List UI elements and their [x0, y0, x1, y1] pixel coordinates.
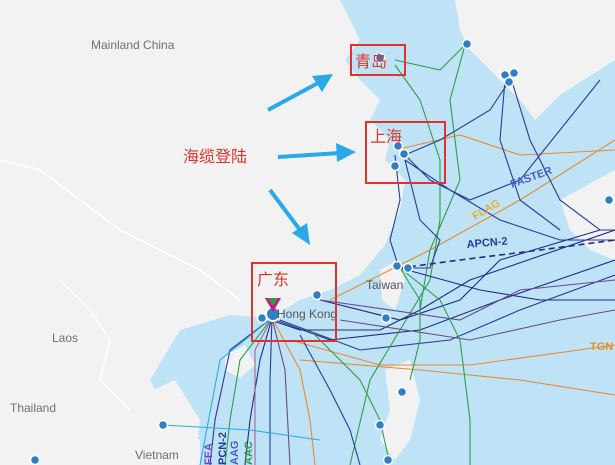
cable-line	[224, 317, 273, 465]
annotation-landing: 海缆登陆	[183, 149, 248, 166]
landing-node	[391, 260, 403, 272]
cable-line	[299, 359, 615, 396]
cable-line	[289, 339, 615, 366]
landing-node	[157, 419, 169, 431]
label-hong-kong: Hong Kong	[277, 307, 338, 321]
arrow-to-qingdao	[267, 74, 333, 112]
shanghai-highlight-box	[365, 121, 446, 184]
taiwan-land	[380, 260, 405, 310]
philippines-land	[380, 360, 420, 460]
korea-land	[455, 0, 615, 120]
cable-line	[394, 44, 466, 71]
cable-line	[499, 79, 561, 231]
landing-node	[402, 262, 414, 274]
landing-node	[398, 148, 410, 160]
guangdong-highlight-box	[251, 262, 337, 342]
landing-node	[389, 160, 401, 172]
cable-line	[339, 309, 615, 341]
landing-node	[461, 38, 473, 50]
cable-line	[271, 317, 316, 465]
landing-node	[396, 386, 408, 398]
arrows	[267, 74, 356, 245]
cable-line	[299, 334, 361, 465]
landing-node	[29, 454, 41, 465]
cable-line	[271, 317, 291, 465]
label-thailand: Thailand	[10, 401, 57, 415]
japan-land	[560, 170, 615, 260]
cable-line	[349, 64, 441, 465]
landing-node	[380, 312, 392, 324]
annotation-guangdong: 广东	[257, 272, 290, 289]
cable-line	[319, 279, 615, 321]
cable-line	[269, 317, 273, 465]
cable-line	[509, 74, 615, 231]
cable-line	[394, 134, 615, 156]
label-taiwan: Taiwan	[366, 278, 404, 292]
cable-line	[404, 159, 615, 241]
cable-line	[389, 154, 401, 266]
landing-node	[311, 289, 323, 301]
cable-label-tgn: TGN	[590, 341, 613, 353]
cable-line	[329, 139, 615, 301]
landing-nodes	[29, 38, 615, 465]
cable-label-apcn2: APCN-2	[466, 235, 508, 251]
landing-node	[374, 52, 386, 64]
cable-line	[399, 267, 421, 381]
label-laos: Laos	[52, 331, 79, 345]
cable-line	[162, 424, 321, 441]
cable-line	[319, 229, 601, 321]
cable-line	[309, 329, 391, 465]
arrow-to-guangdong	[268, 188, 310, 245]
cable-line	[399, 267, 471, 465]
country-border	[0, 159, 241, 301]
hong-kong-marker	[265, 298, 281, 322]
landing-node	[392, 140, 404, 152]
cable-line	[199, 317, 273, 465]
landing-node	[603, 194, 615, 206]
qingdao-highlight-box	[350, 44, 406, 76]
cable-label-pcn2: PCN-2	[217, 432, 229, 465]
cable-label-fea: FEA	[203, 443, 215, 465]
cable-line	[419, 44, 466, 311]
country-border	[59, 279, 131, 411]
landing-node	[382, 454, 394, 465]
annotation-qingdao: 青岛	[355, 54, 388, 71]
annotation-shanghai: 上海	[370, 129, 403, 146]
arrow-to-shanghai	[277, 143, 356, 162]
cable-label-aac: AAC	[243, 441, 255, 465]
cable-line	[404, 79, 511, 156]
cable-label-aag: AAG	[229, 441, 241, 465]
cable-line	[399, 79, 601, 201]
landing-node	[508, 67, 520, 79]
landing-node	[374, 419, 386, 431]
label-vietnam: Vietnam	[135, 448, 179, 462]
label-mainland-china: Mainland China	[91, 38, 175, 52]
cables	[162, 44, 615, 465]
cable-line	[254, 317, 273, 465]
cable-line	[399, 239, 615, 269]
sea-area	[150, 0, 615, 465]
landing-node	[503, 76, 515, 88]
cable-line	[400, 159, 441, 269]
